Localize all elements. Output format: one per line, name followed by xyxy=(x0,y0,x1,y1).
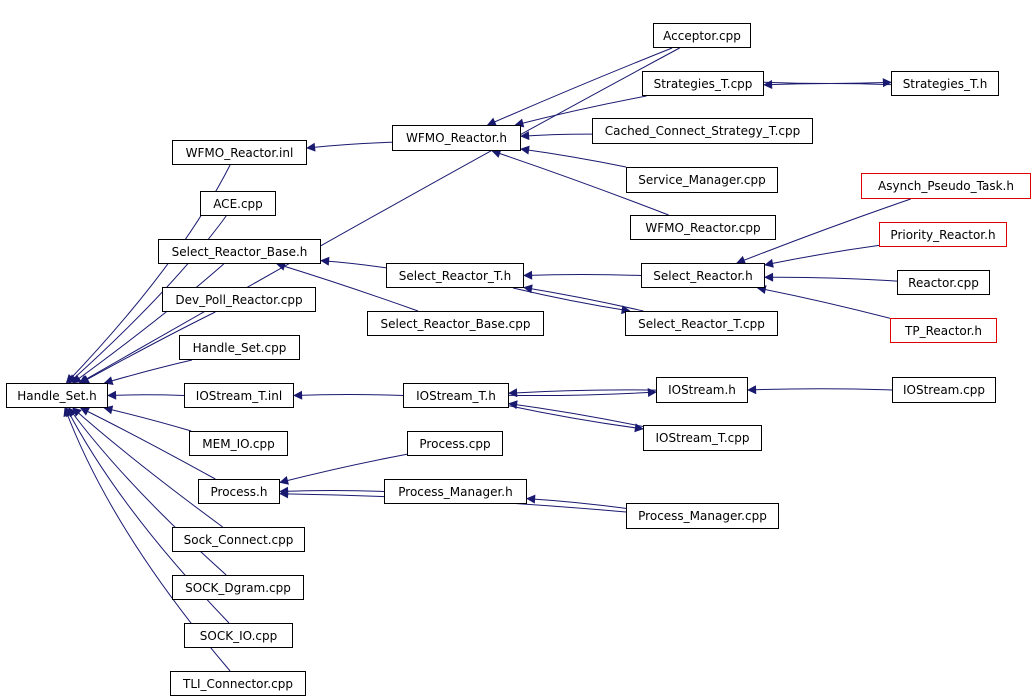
edge-ace_cpp-to-handle_set_h xyxy=(68,215,227,384)
edge-iostream_t_h-to-iostream_h xyxy=(508,387,657,397)
edge-iostream_cpp-to-iostream_h xyxy=(747,385,893,395)
node-ace-cpp[interactable]: ACE.cpp xyxy=(200,191,276,216)
node-dev-poll-reactor-cpp[interactable]: Dev_Poll_Reactor.cpp xyxy=(162,287,316,312)
node-acceptor-cpp[interactable]: Acceptor.cpp xyxy=(653,23,751,48)
node-strategies-t-cpp[interactable]: Strategies_T.cpp xyxy=(642,71,764,96)
edge-iostream_t_h-to-iostream_t_cpp xyxy=(508,405,644,433)
node-tp-reactor-h[interactable]: TP_Reactor.h xyxy=(890,318,997,343)
edge-process_cpp-to-process_h xyxy=(279,453,408,485)
edge-select_reactor_base_cpp-to-select_reactor_base_h xyxy=(276,262,419,312)
node-strategies-t-h[interactable]: Strategies_T.h xyxy=(891,71,999,96)
node-select-reactor-t-h[interactable]: Select_Reactor_T.h xyxy=(386,263,524,288)
edge-wfmo_reactor_inl-to-handle_set_h xyxy=(65,164,231,384)
node-sock-dgram-cpp[interactable]: SOCK_Dgram.cpp xyxy=(172,575,304,600)
node-reactor-cpp[interactable]: Reactor.cpp xyxy=(897,270,990,295)
node-process-h[interactable]: Process.h xyxy=(198,479,280,504)
node-handle-set-cpp[interactable]: Handle_Set.cpp xyxy=(179,335,300,360)
edge-select_reactor_h-to-select_reactor_t_h xyxy=(523,270,642,280)
node-select-reactor-base-cpp[interactable]: Select_Reactor_Base.cpp xyxy=(367,311,544,336)
edge-mem_io_cpp-to-handle_set_h xyxy=(103,405,192,432)
edge-process_manager_h-to-process_h xyxy=(279,486,385,496)
node-wfmo-reactor-cpp[interactable]: WFMO_Reactor.cpp xyxy=(630,215,776,240)
edge-select_reactor_t_h-to-select_reactor_base_h xyxy=(320,256,387,269)
edge-select_reactor_t_cpp-to-select_reactor_t_h xyxy=(523,284,644,312)
node-handle-set-h: Handle_Set.h xyxy=(6,383,108,408)
node-service-manager-cpp[interactable]: Service_Manager.cpp xyxy=(626,167,778,193)
edge-acceptor_cpp-to-handle_set_h xyxy=(78,47,680,384)
edge-strategies_t_h-to-strategies_t_cpp xyxy=(763,79,892,89)
node-iostream-t-inl[interactable]: IOStream_T.inl xyxy=(184,383,294,408)
edge-process_h-to-handle_set_h xyxy=(79,407,216,480)
node-tli-connector-cpp[interactable]: TLI_Connector.cpp xyxy=(170,671,306,696)
edge-dev_poll_reactor_cpp-to-handle_set_h xyxy=(79,311,216,384)
edge-strategies_t_cpp-to-wfmo_reactor_h xyxy=(514,95,647,128)
node-select-reactor-h[interactable]: Select_Reactor.h xyxy=(641,263,765,288)
edge-wfmo_reactor_cpp-to-wfmo_reactor_h xyxy=(491,149,669,216)
node-wfmo-reactor-h[interactable]: WFMO_Reactor.h xyxy=(392,125,521,151)
edge-iostream_h-to-iostream_t_h xyxy=(508,388,657,398)
edge-select_reactor_t_h-to-select_reactor_t_cpp xyxy=(512,287,631,315)
edge-sock_dgram_cpp-to-handle_set_h xyxy=(68,407,227,576)
node-process-cpp[interactable]: Process.cpp xyxy=(407,431,503,456)
edge-process_manager_cpp-to-process_manager_h xyxy=(526,494,627,509)
node-process-manager-h[interactable]: Process_Manager.h xyxy=(384,479,527,504)
node-process-manager-cpp[interactable]: Process_Manager.cpp xyxy=(626,503,779,529)
edge-iostream_t_inl-to-handle_set_h xyxy=(107,390,185,400)
node-priority-reactor-h[interactable]: Priority_Reactor.h xyxy=(879,222,1007,247)
node-sock-io-cpp[interactable]: SOCK_IO.cpp xyxy=(184,623,293,648)
edge-handle_set_cpp-to-handle_set_h xyxy=(103,359,193,386)
node-iostream-t-h[interactable]: IOStream_T.h xyxy=(403,383,509,408)
node-mem-io-cpp[interactable]: MEM_IO.cpp xyxy=(189,431,288,456)
edge-tp_reactor_h-to-select_reactor_h xyxy=(756,285,891,319)
edge-reactor_cpp-to-select_reactor_h xyxy=(764,272,898,282)
node-cached-connect-strategy-t-cpp[interactable]: Cached_Connect_Strategy_T.cpp xyxy=(592,118,813,144)
edge-asynch_pseudo_task_h-to-select_reactor_h xyxy=(736,198,911,265)
edge-select_reactor_base_h-to-handle_set_h xyxy=(72,263,225,384)
node-sock-connect-cpp[interactable]: Sock_Connect.cpp xyxy=(172,527,305,552)
node-iostream-t-cpp[interactable]: IOStream_T.cpp xyxy=(643,425,762,451)
edge-acceptor_cpp-to-wfmo_reactor_h xyxy=(486,47,673,126)
node-wfmo-reactor-inl[interactable]: WFMO_Reactor.inl xyxy=(172,140,307,165)
edge-wfmo_reactor_h-to-wfmo_reactor_inl xyxy=(306,141,393,152)
edge-iostream_t_h-to-iostream_t_inl xyxy=(293,390,404,400)
node-asynch-pseudo-task-h[interactable]: Asynch_Pseudo_Task.h xyxy=(861,173,1031,199)
edge-sock_connect_cpp-to-handle_set_h xyxy=(72,407,223,528)
node-iostream-h[interactable]: IOStream.h xyxy=(656,377,748,403)
edge-iostream_t_cpp-to-iostream_t_h xyxy=(508,400,644,427)
node-select-reactor-base-h[interactable]: Select_Reactor_Base.h xyxy=(158,239,321,264)
node-iostream-cpp[interactable]: IOStream.cpp xyxy=(892,377,996,403)
edge-service_manager_cpp-to-wfmo_reactor_h xyxy=(520,145,627,168)
node-select-reactor-t-cpp[interactable]: Select_Reactor_T.cpp xyxy=(625,311,778,336)
edge-cached_connect_strategy_t_cpp-to-wfmo_reactor_h xyxy=(520,131,593,141)
edge-priority_reactor_h-to-select_reactor_h xyxy=(764,244,880,268)
